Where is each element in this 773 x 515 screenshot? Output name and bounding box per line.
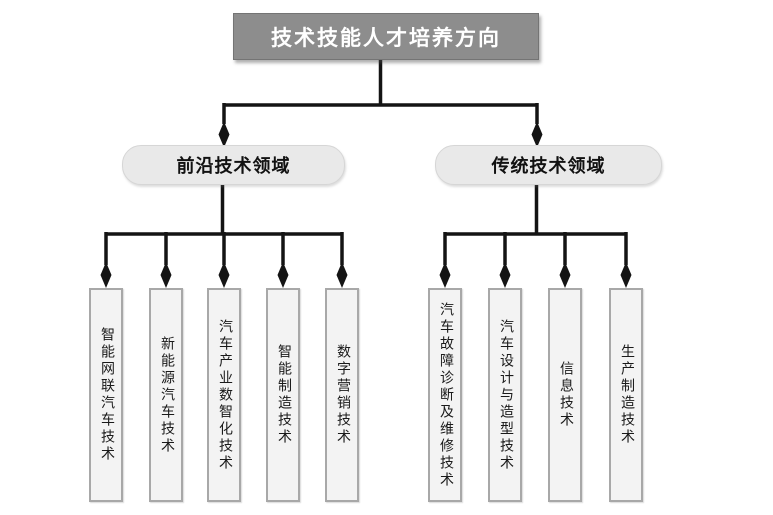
leaf-intelligent-manufacturing-tech: 智能制造技术 bbox=[266, 288, 300, 502]
diamond-arrowhead bbox=[160, 262, 172, 288]
leaf-new-energy-vehicle-tech: 新能源汽车技术 bbox=[149, 288, 183, 502]
diamond-arrowhead bbox=[439, 262, 451, 288]
diamond-arrowhead bbox=[100, 262, 112, 288]
leaf-intelligent-connected-vehicle-tech: 智能网联汽车技术 bbox=[89, 288, 123, 502]
diamond-arrowhead bbox=[531, 121, 543, 148]
branch-frontier-tech: 前沿技术领域 bbox=[122, 145, 345, 185]
leaf-digital-marketing-tech: 数字营销技术 bbox=[325, 288, 359, 502]
branch-traditional-tech: 传统技术领域 bbox=[435, 145, 662, 185]
diamond-arrowhead bbox=[218, 262, 230, 288]
leaf-auto-design-styling-tech: 汽车设计与造型技术 bbox=[488, 288, 522, 502]
leaf-auto-fault-diagnosis-repair-tech: 汽车故障诊断及维修技术 bbox=[428, 288, 462, 502]
diamond-arrowhead bbox=[499, 262, 511, 288]
leaf-auto-industry-digital-intelligence-tech: 汽车产业数智化技术 bbox=[207, 288, 241, 502]
diamond-arrowhead bbox=[218, 121, 230, 148]
diamond-arrowhead bbox=[336, 262, 348, 288]
leaf-information-tech: 信息技术 bbox=[548, 288, 582, 502]
diamond-arrowhead bbox=[620, 262, 632, 288]
diamond-arrowhead bbox=[277, 262, 289, 288]
diamond-arrowhead bbox=[559, 262, 571, 288]
root-node: 技术技能人才培养方向 bbox=[233, 13, 539, 60]
leaf-production-manufacturing-tech: 生产制造技术 bbox=[609, 288, 643, 502]
